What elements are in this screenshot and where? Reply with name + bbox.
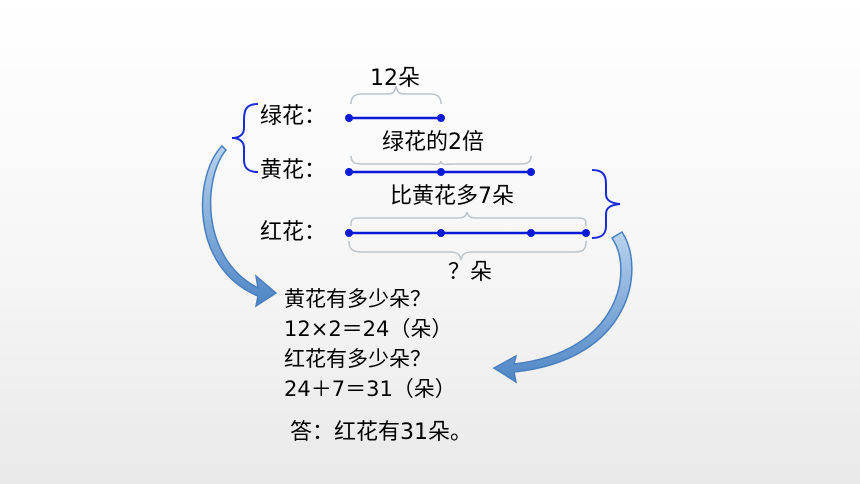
brace-red-total [348,240,587,261]
annotation-green-count: 12朵 [370,66,420,91]
solution-question-yellow: 黄花有多少朵？ [284,287,431,311]
brace-green-count [350,85,442,105]
label-yellow: 黄花： [260,158,327,183]
annotation-red-relation: 比黄花多7朵 [390,184,514,209]
label-green: 绿花： [260,104,327,129]
label-red: 红花： [260,220,327,245]
annotation-red-unknown: ？朵 [448,260,493,285]
solution-answer: 答：红花有31朵。 [290,420,472,445]
right-brace [591,169,621,239]
solution-question-red: 红花有多少朵？ [284,347,431,371]
annotation-yellow-relation: 绿花的2倍 [382,130,484,155]
solution-equation-yellow: 12×2＝24（朵） [284,317,453,341]
green-bar [345,114,445,122]
red-bar [345,229,590,237]
curved-arrow-left [201,144,278,308]
brace-yellow-relation [350,155,532,166]
yellow-bar [345,168,535,176]
left-brace [231,103,259,173]
curved-arrow-right [492,230,633,384]
brace-red-relation [350,211,587,227]
solution-equation-red: 24＋7＝31（朵） [284,377,456,401]
